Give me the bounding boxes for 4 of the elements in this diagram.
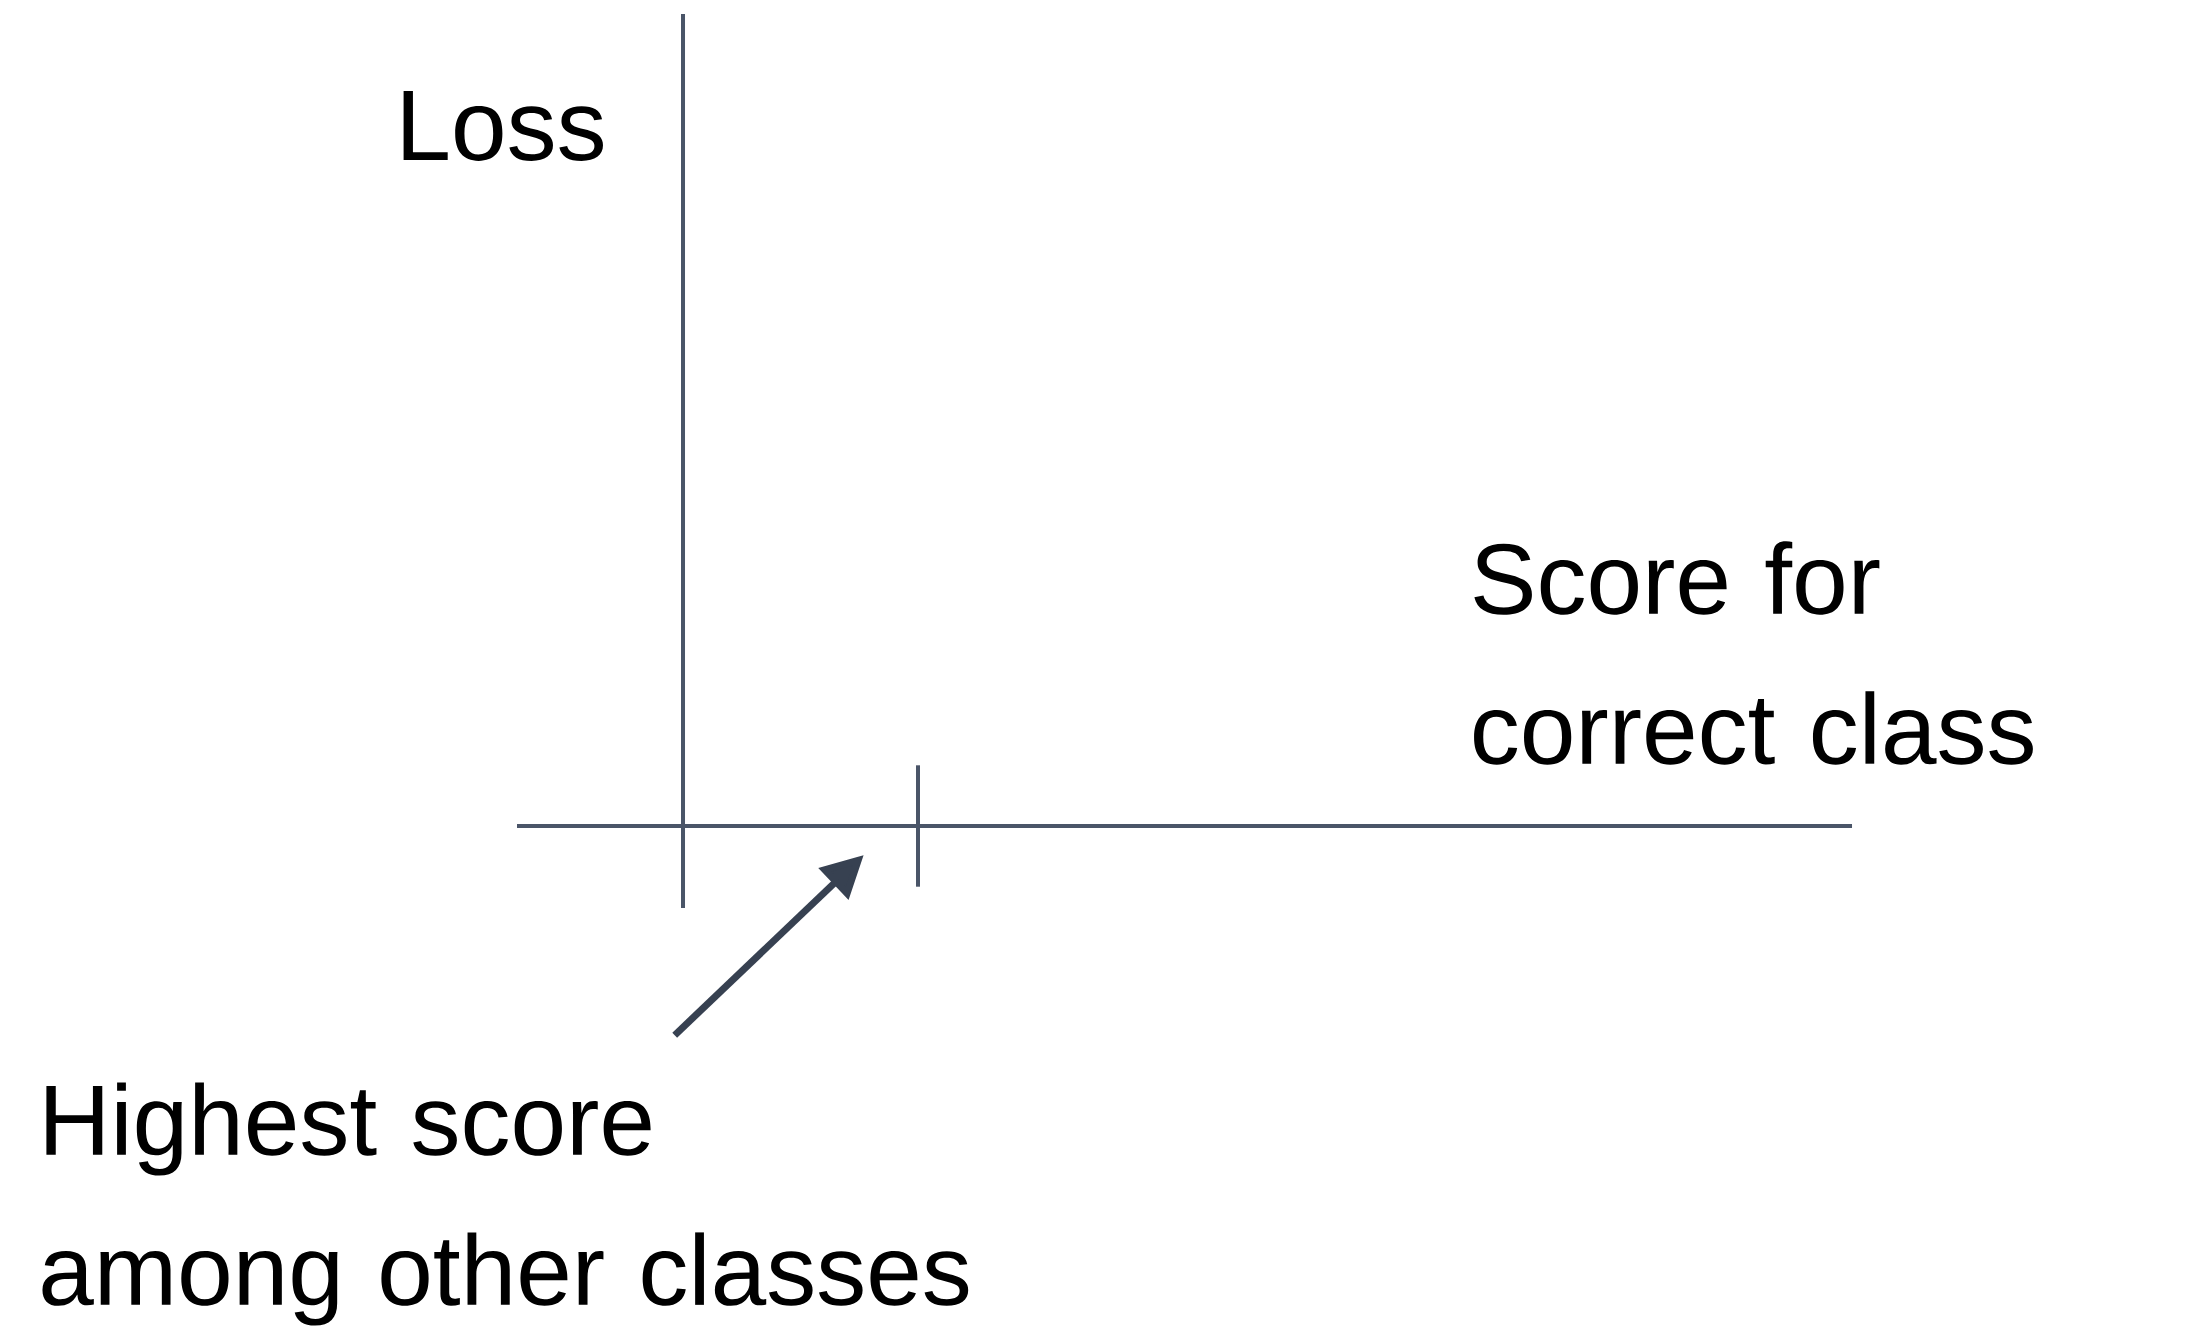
axis-label: Score for correct class <box>1474 541 2033 765</box>
tick-mark <box>916 765 920 887</box>
axis-label: Loss <box>403 91 603 161</box>
callout-text: Highest score among other classes <box>42 1082 969 1326</box>
